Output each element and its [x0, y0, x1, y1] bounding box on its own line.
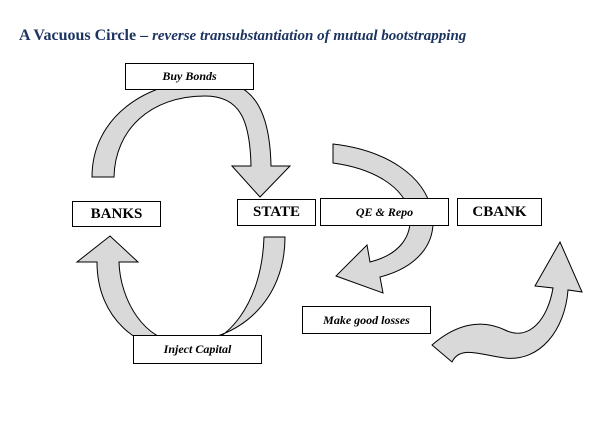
node-banks: BANKS	[72, 201, 161, 227]
node-state: STATE	[237, 199, 316, 226]
node-cbank: CBANK	[457, 198, 542, 226]
node-buy-bonds: Buy Bonds	[125, 63, 254, 90]
title-main: A Vacuous Circle	[19, 27, 137, 44]
node-make-good-losses: Make good losses	[302, 306, 431, 334]
title-separator: –	[140, 27, 149, 44]
arrow-banks-to-state	[91, 79, 292, 198]
arrow-qe-to-losses	[332, 143, 434, 294]
title-subtitle: reverse transubstantiation of mutual boo…	[152, 28, 467, 44]
node-qe-repo: QE & Repo	[320, 198, 449, 226]
node-inject-capital: Inject Capital	[133, 335, 262, 364]
arrow-state-to-banks	[75, 235, 286, 351]
arrow-to-cbank	[431, 240, 583, 363]
diagram-title: A Vacuous Circle – reverse transubstanti…	[19, 27, 466, 45]
